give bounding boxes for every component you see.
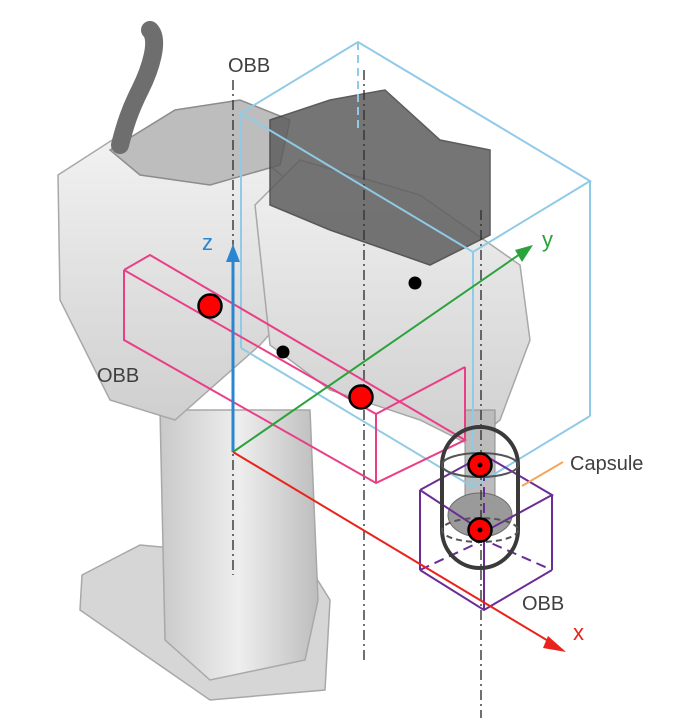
y-axis-line [232, 251, 524, 453]
z-axis-arrowhead [226, 244, 240, 262]
capsule-label: Capsule [570, 453, 643, 475]
y-axis-label: y [542, 227, 553, 252]
y-axis-arrowhead [515, 245, 533, 262]
center-point-capsule-bottom [477, 527, 483, 533]
obb-label-bottom: OBB [522, 593, 564, 615]
obb-label-top: OBB [228, 55, 270, 77]
sphere-lower-arm-2 [348, 384, 374, 410]
obb-pink-box [123, 253, 468, 485]
x-axis-line [232, 451, 556, 646]
capsule-leader-line [521, 461, 564, 487]
x-axis-label: x [573, 620, 584, 645]
x-axis-arrowhead [543, 636, 566, 652]
robot-pillar [159, 409, 319, 681]
center-point-upper-arm [408, 276, 422, 290]
scara-robot-illustration [57, 21, 531, 701]
center-points [276, 276, 483, 533]
z-axis-label: z [202, 230, 213, 255]
collision-spheres [197, 293, 493, 543]
obb-label-left: OBB [97, 365, 139, 387]
center-point-capsule-top [477, 462, 483, 468]
center-point-lower-arm [276, 345, 290, 359]
coordinate-axes [226, 244, 566, 652]
robot-cable [111, 21, 164, 154]
sphere-lower-arm-1 [197, 293, 223, 319]
